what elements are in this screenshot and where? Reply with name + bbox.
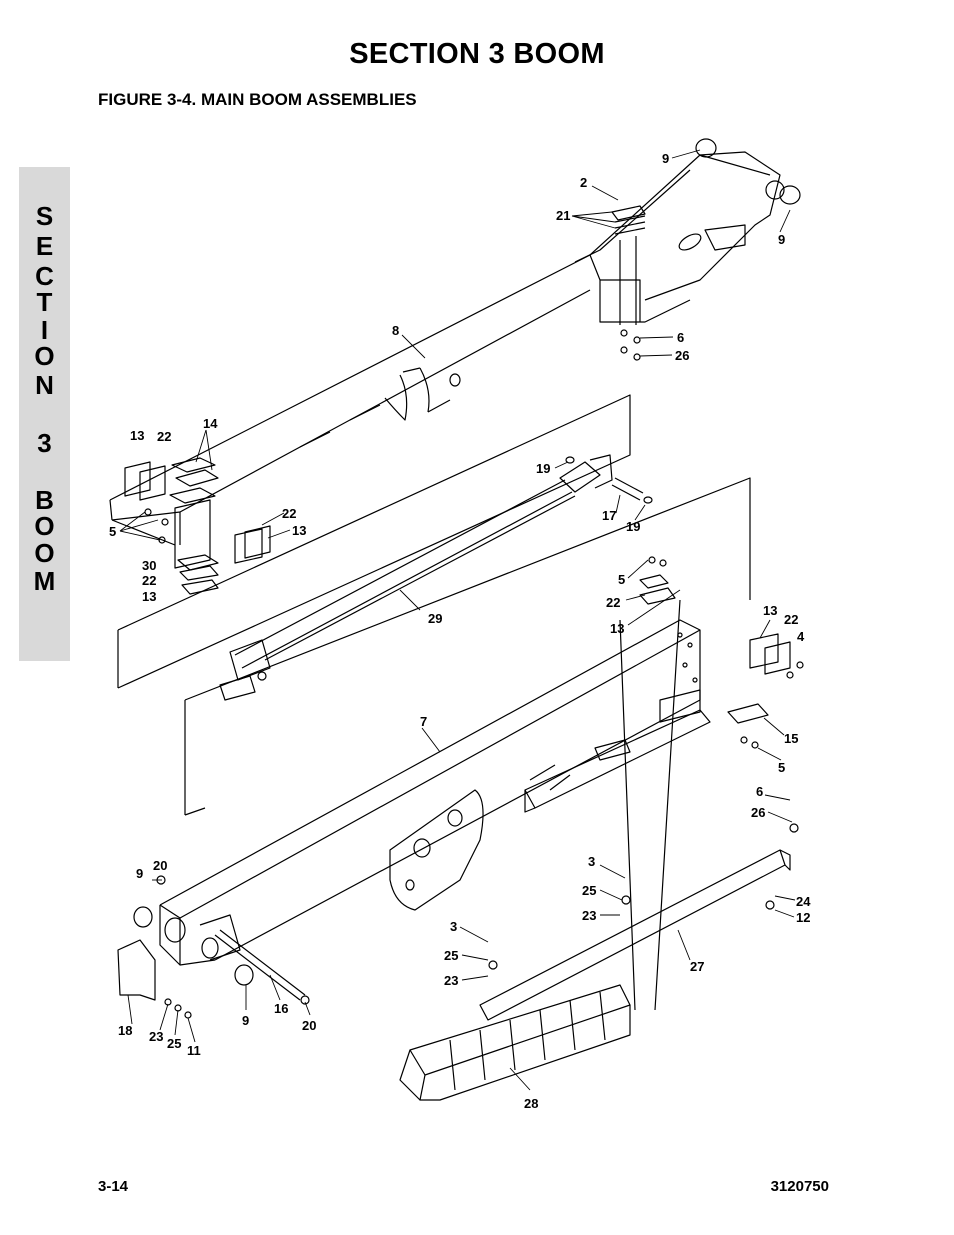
tab-letter: I bbox=[40, 315, 49, 345]
callout-label: 28 bbox=[524, 1096, 538, 1111]
tab-letter: O bbox=[34, 511, 55, 541]
callout-label: 22 bbox=[142, 573, 156, 588]
callout-label: 6 bbox=[677, 330, 684, 345]
callout-label: 5 bbox=[778, 760, 785, 775]
callout-label: 11 bbox=[187, 1043, 201, 1058]
callout-label: 20 bbox=[302, 1018, 316, 1033]
callout-label: 15 bbox=[784, 731, 798, 746]
tab-letter: N bbox=[35, 370, 54, 400]
inner-boom-hidden-frame bbox=[184, 477, 751, 816]
tab-letter: O bbox=[34, 341, 55, 371]
callout-label: 22 bbox=[784, 612, 798, 627]
energy-chain-rail bbox=[479, 823, 799, 1021]
callout-label: 4 bbox=[797, 629, 805, 644]
section-side-tab: S E C T I O N 3 B O O M bbox=[19, 167, 70, 661]
callout-label: 25 bbox=[444, 948, 458, 963]
base-cover-plate bbox=[117, 939, 156, 1001]
callout-label: 9 bbox=[136, 866, 143, 881]
callout-label: 26 bbox=[751, 805, 765, 820]
callout-label: 26 bbox=[675, 348, 689, 363]
callout-label: 23 bbox=[444, 973, 458, 988]
callout-label: 8 bbox=[392, 323, 399, 338]
callout-label: 3 bbox=[450, 919, 457, 934]
callout-label: 9 bbox=[778, 232, 785, 247]
wear-pad-stack bbox=[611, 205, 646, 361]
callout-label: 13 bbox=[610, 621, 624, 636]
tab-letter: T bbox=[36, 287, 53, 317]
callout-label: 5 bbox=[109, 524, 116, 539]
callout-label: 25 bbox=[582, 883, 596, 898]
callout-leaders bbox=[119, 149, 796, 1091]
page-number: 3-14 bbox=[98, 1178, 129, 1195]
callout-label: 12 bbox=[796, 910, 810, 925]
callout-label: 22 bbox=[157, 429, 171, 444]
callout-label: 6 bbox=[756, 784, 763, 799]
callout-label: 21 bbox=[556, 208, 570, 223]
callout-label: 20 bbox=[153, 858, 167, 873]
callout-label: 5 bbox=[618, 572, 625, 587]
callout-label: 19 bbox=[626, 519, 640, 534]
base-fasteners bbox=[164, 998, 192, 1019]
energy-chain bbox=[399, 599, 681, 1101]
callout-label: 9 bbox=[662, 151, 669, 166]
tab-letter: 3 bbox=[37, 428, 52, 458]
callout-label: 25 bbox=[167, 1036, 181, 1051]
callout-label: 22 bbox=[606, 595, 620, 610]
tab-letter: B bbox=[35, 485, 54, 515]
callout-label: 17 bbox=[602, 508, 616, 523]
callout-label: 7 bbox=[420, 714, 427, 729]
callout-label: 22 bbox=[282, 506, 296, 521]
section-title: SECTION 3 BOOM bbox=[349, 38, 605, 70]
callout-label: 23 bbox=[582, 908, 596, 923]
telescope-cylinder bbox=[219, 454, 653, 701]
inner-boom-section bbox=[159, 619, 711, 966]
tab-letter: S bbox=[35, 201, 54, 231]
document-number: 3120750 bbox=[770, 1178, 829, 1195]
callout-label: 23 bbox=[149, 1029, 163, 1044]
tab-letter: O bbox=[34, 538, 55, 568]
callout-label: 13 bbox=[763, 603, 777, 618]
callout-label: 13 bbox=[130, 428, 144, 443]
callout-label: 13 bbox=[142, 589, 156, 604]
callout-label: 19 bbox=[536, 461, 550, 476]
callout-label: 29 bbox=[428, 611, 442, 626]
callout-label: 14 bbox=[203, 416, 218, 431]
cylinder-hidden-frame bbox=[117, 394, 631, 689]
callout-label: 2 bbox=[580, 175, 587, 190]
callout-label: 13 bbox=[292, 523, 306, 538]
callout-label: 27 bbox=[690, 959, 704, 974]
callout-label: 24 bbox=[796, 894, 811, 909]
callout-labels: 9 2 21 9 8 6 26 13 22 14 19 5 22 13 17 1… bbox=[109, 151, 811, 1111]
upper-boom-section bbox=[109, 151, 785, 546]
callout-label: 3 bbox=[588, 854, 595, 869]
right-wear-pad-group bbox=[639, 556, 804, 749]
tab-letter: E bbox=[35, 231, 54, 261]
pivot-bushing-icon bbox=[695, 138, 801, 205]
callout-label: 16 bbox=[274, 1001, 288, 1016]
left-wear-pad-group bbox=[124, 457, 271, 595]
tab-letter: M bbox=[33, 566, 56, 596]
callout-label: 30 bbox=[142, 558, 156, 573]
tab-letter: C bbox=[35, 261, 54, 291]
figure-title: FIGURE 3-4. MAIN BOOM ASSEMBLIES bbox=[98, 90, 417, 109]
callout-label: 9 bbox=[242, 1013, 249, 1028]
base-pin-and-bushings bbox=[133, 875, 310, 1005]
callout-label: 18 bbox=[118, 1023, 132, 1038]
